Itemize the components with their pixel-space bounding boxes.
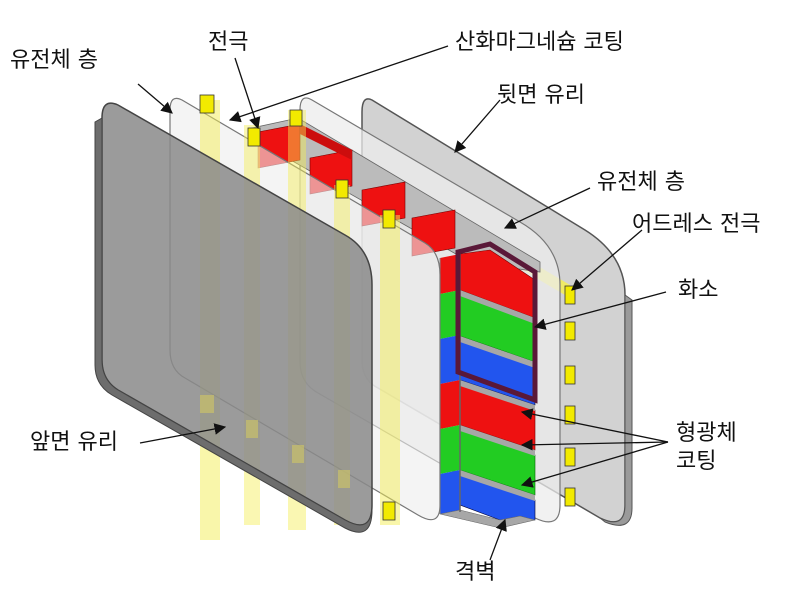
leader-phosphor-1 [520,408,669,443]
label-front-glass: 앞면 유리 [30,430,118,455]
front-glass-panel [94,102,373,533]
label-electrode: 전극 [208,30,249,55]
leader-mgo [228,45,449,123]
label-mgo-coating: 산화마그네슘 코팅 [455,30,624,55]
label-phosphor-coating: 형광체 코팅 [676,421,737,474]
leader-pixel [533,291,667,330]
label-barrier-rib: 격벽 [455,560,496,585]
leader-address [571,229,643,291]
leader-rear-glass [454,99,501,153]
pixel-outline [455,241,538,404]
leader-phosphor-2 [520,438,669,451]
leader-lines [137,45,669,561]
label-address-electrode: 어드레스 전극 [632,212,761,237]
leader-barrier-rib [489,518,507,561]
label-rear-glass: 뒷면 유리 [497,83,585,108]
label-dielectric-front: 유전체 층 [10,48,98,73]
leader-front-glass [139,423,227,444]
leader-dielectric-rear [503,187,591,229]
leader-dielectric-front [137,83,173,114]
leader-phosphor-3 [520,441,669,488]
label-dielectric-rear: 유전체 층 [597,170,685,195]
label-pixel: 화소 [678,278,719,303]
leader-electrode [234,57,261,130]
